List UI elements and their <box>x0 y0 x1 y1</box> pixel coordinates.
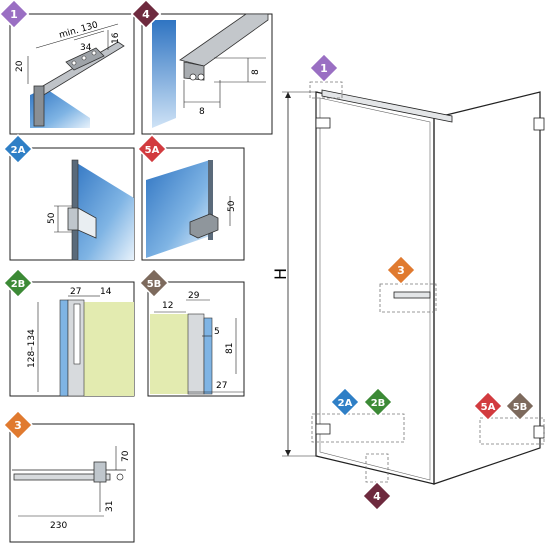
dim-34: 34 <box>80 43 92 53</box>
stabilizer-bar <box>321 89 453 123</box>
badge-2a: 2A <box>2 133 34 165</box>
towel-handle-bar <box>13 473 111 481</box>
detail-panel-5b: 12 29 5 81 27 5B <box>138 267 245 397</box>
detail-panel-1: min. 130 34 16 20 1 <box>0 0 135 135</box>
dim-31: 31 <box>105 501 115 512</box>
svg-text:1: 1 <box>10 8 18 21</box>
callout-area-1 <box>309 81 343 99</box>
main-badge-2b: 2B <box>362 386 394 418</box>
dim-50: 50 <box>47 212 57 224</box>
main-badge-4: 4 <box>361 480 393 512</box>
dim-16: 16 <box>111 32 121 44</box>
svg-text:1: 1 <box>320 62 328 75</box>
dim-12: 12 <box>162 301 173 311</box>
callout-area-4 <box>365 453 389 483</box>
svg-text:5B: 5B <box>147 279 162 290</box>
glass-pane <box>152 20 176 128</box>
detail-panel-2a: 50 2A <box>2 133 135 261</box>
dim-5: 5 <box>214 327 220 337</box>
svg-text:5A: 5A <box>481 402 496 413</box>
badge-5a: 5A <box>136 133 168 165</box>
svg-text:5A: 5A <box>145 145 160 156</box>
badge-2b: 2B <box>2 267 34 299</box>
callout-area-2 <box>311 413 405 443</box>
glass-edge <box>59 299 69 397</box>
hinge <box>189 213 219 239</box>
detail-panel-5a: 50 5A <box>136 133 245 261</box>
badge-1: 1 <box>0 0 30 30</box>
main-badge-5a: 5A <box>472 390 504 422</box>
badge-4: 4 <box>130 0 162 30</box>
main-badge-3: 3 <box>385 254 417 286</box>
callout-area-3 <box>379 283 437 313</box>
main-badge-2a: 2A <box>329 386 361 418</box>
hinge-top <box>315 117 331 129</box>
dim-8-vertical: 8 <box>251 69 261 75</box>
svg-text:2B: 2B <box>371 398 386 409</box>
wall-surface <box>150 314 188 394</box>
height-label: H <box>271 268 290 280</box>
svg-text:4: 4 <box>373 490 381 503</box>
glass-pane <box>30 88 90 128</box>
detail-panel-4: 8 8 4 <box>130 0 273 135</box>
detail-panel-2b: 27 14 128–134 2B <box>2 267 135 397</box>
dim-29: 29 <box>188 291 200 301</box>
dim-8-horizontal: 8 <box>199 107 205 117</box>
side-hinge-bottom <box>533 425 545 439</box>
side-hinge-top <box>533 117 545 131</box>
dim-50: 50 <box>227 200 237 212</box>
side-panel <box>433 91 541 485</box>
wall-surface <box>84 302 134 396</box>
door-panel <box>315 91 435 485</box>
dim-70: 70 <box>121 450 131 462</box>
wall-profile <box>187 313 205 395</box>
svg-text:2A: 2A <box>338 398 353 409</box>
badge-3: 3 <box>2 409 34 441</box>
dim-128-134: 128–134 <box>27 329 37 368</box>
dim-14: 14 <box>100 287 112 297</box>
svg-text:3: 3 <box>14 419 22 432</box>
hinge-bottom <box>315 423 331 435</box>
dim-81: 81 <box>225 343 235 354</box>
main-badge-5b: 5B <box>504 390 536 422</box>
svg-text:4: 4 <box>142 8 150 21</box>
svg-text:3: 3 <box>397 264 405 277</box>
dim-27: 27 <box>216 381 227 391</box>
dim-27: 27 <box>70 287 81 297</box>
callout-area-5 <box>479 417 545 445</box>
svg-text:2B: 2B <box>11 279 26 290</box>
door-handle <box>393 291 431 299</box>
badge-5b: 5B <box>138 267 170 299</box>
svg-text:5B: 5B <box>513 402 528 413</box>
dim-20: 20 <box>15 60 25 72</box>
dim-230: 230 <box>50 521 67 531</box>
detail-panel-3: 70 31 230 3 <box>2 409 135 543</box>
glass-edge <box>203 317 213 395</box>
svg-text:2A: 2A <box>11 145 26 156</box>
main-badge-1: 1 <box>308 52 340 84</box>
shower-enclosure: H 1 3 2A 2B 5A 5B 4 <box>271 52 545 512</box>
glass-pane <box>72 160 134 260</box>
